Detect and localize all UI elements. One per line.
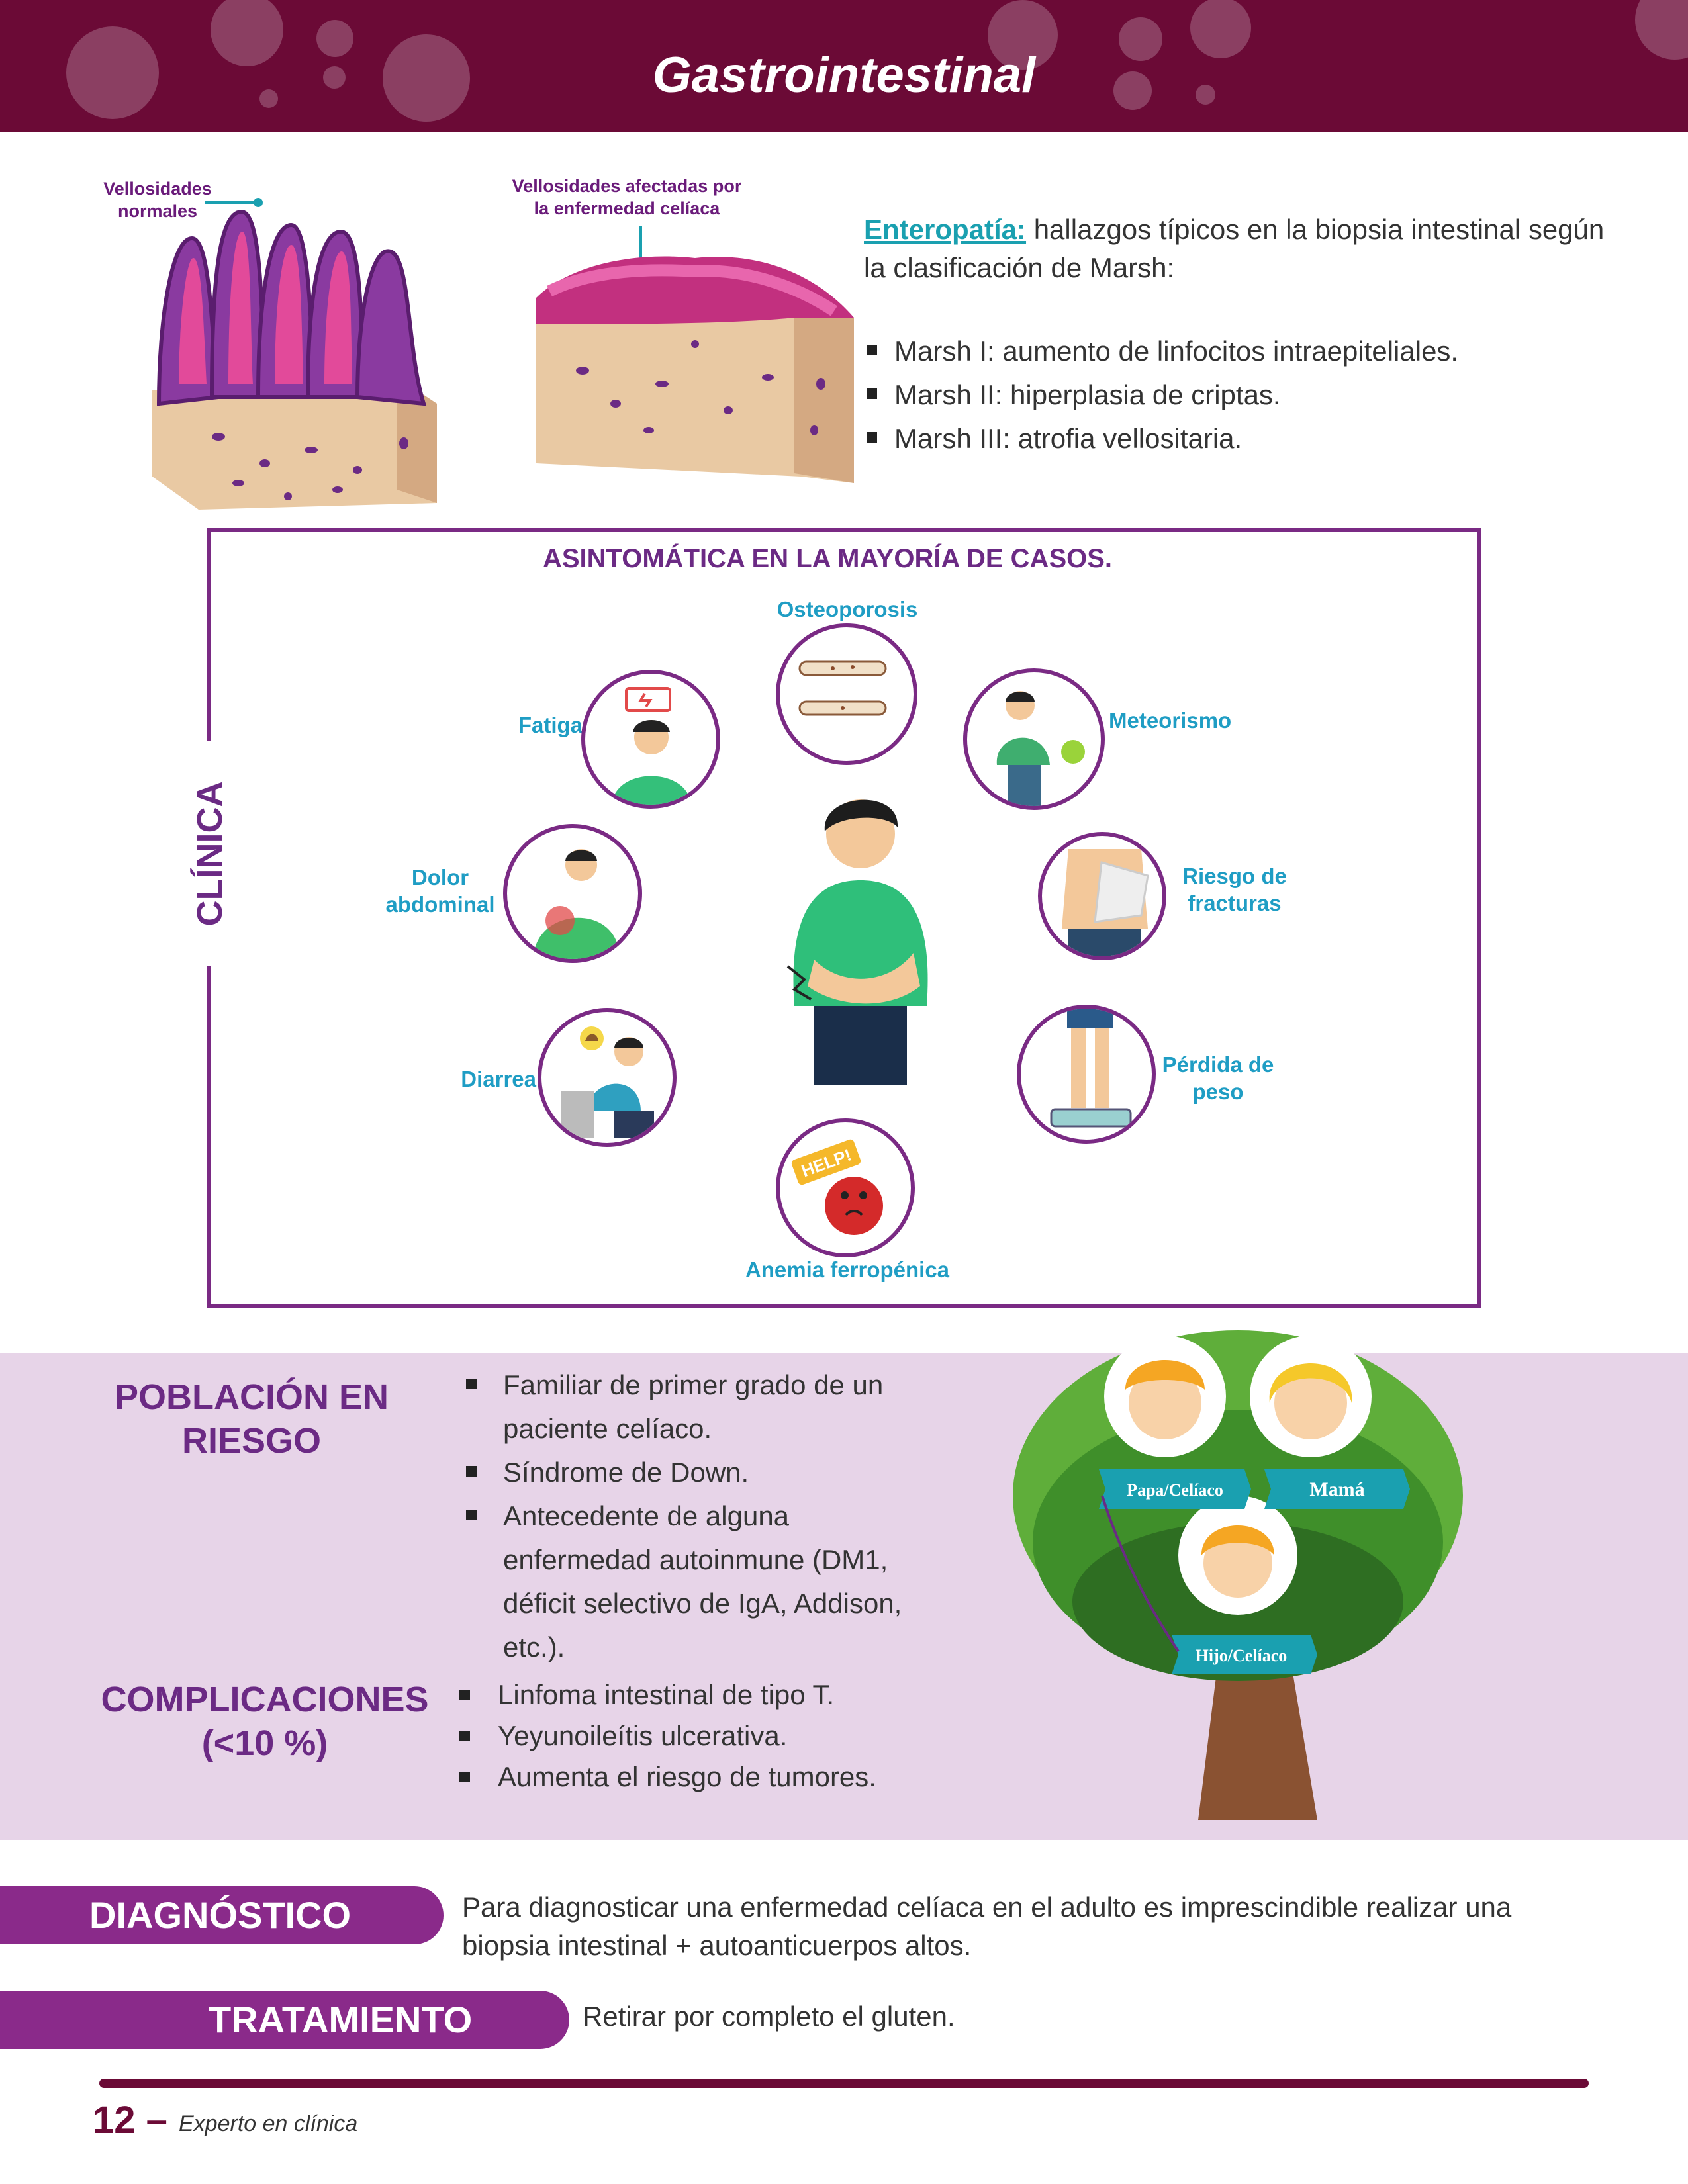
affected-villi-label: Vellosidades afectadas por la enfermedad… bbox=[512, 176, 742, 218]
symptom-label-anemia: Anemia ferropénica bbox=[745, 1257, 950, 1282]
complicaciones-list: Linfoma intestinal de tipo T. Yeyunoileí… bbox=[457, 1674, 947, 1797]
tree-label-mama: Mamá bbox=[1309, 1479, 1364, 1500]
page-title: Gastrointestinal bbox=[652, 47, 1036, 103]
normal-villi-label: Vellosidades normales bbox=[103, 179, 212, 221]
symptom-label-diarrea: Diarrea bbox=[461, 1067, 536, 1091]
list-item: Marsh III: atrofia vellositaria. bbox=[864, 417, 1612, 461]
weight-loss-illustration bbox=[1017, 1005, 1156, 1144]
clinica-side-label: CLÍNICA bbox=[183, 741, 236, 966]
symptom-label-peso: Pérdida de peso bbox=[1162, 1052, 1274, 1104]
page-number: 12 – bbox=[93, 2099, 167, 2142]
poblacion-title: POBLACIÓN EN RIESGO bbox=[114, 1377, 389, 1461]
symptom-label-meteorismo: Meteorismo bbox=[1109, 708, 1232, 733]
diagnostico-text: Para diagnosticar una enfermedad celíaca… bbox=[462, 1891, 1512, 1961]
marsh-list: Marsh I: aumento de linfocitos intraepit… bbox=[864, 330, 1612, 461]
affected-villi-illustration bbox=[536, 226, 854, 483]
enteropatia-text: hallazgos típicos en la biopsia intestin… bbox=[864, 214, 1605, 283]
symptom-label-osteoporosis: Osteoporosis bbox=[776, 597, 918, 621]
diagnostico-title: DIAGNÓSTICO bbox=[0, 1886, 444, 1944]
fatigue-illustration bbox=[581, 670, 720, 809]
list-item: Linfoma intestinal de tipo T. bbox=[457, 1674, 947, 1715]
diarrhea-illustration bbox=[538, 1008, 677, 1147]
normal-villi-illustration bbox=[152, 198, 437, 510]
tree-label-papa: Papa/Celíaco bbox=[1127, 1480, 1223, 1500]
list-item: Aumenta el riesgo de tumores. bbox=[457, 1756, 947, 1797]
book-title: Experto en clínica bbox=[179, 2111, 358, 2136]
tratamiento-text: Retirar por completo el gluten. bbox=[583, 2001, 955, 2032]
abdominal-pain-illustration bbox=[503, 824, 642, 963]
list-item: Marsh II: hiperplasia de criptas. bbox=[864, 373, 1612, 417]
symptom-label-fracturas: Riesgo de fracturas bbox=[1182, 864, 1287, 915]
enteropatia-keyword: Enteropatía: bbox=[864, 214, 1027, 245]
list-item: Yeyunoileítis ulcerativa. bbox=[457, 1715, 947, 1756]
tratamiento-title: TRATAMIENTO bbox=[0, 1991, 569, 2049]
list-item: Familiar de primer grado de un paciente … bbox=[463, 1363, 940, 1451]
osteoporosis-illustration bbox=[776, 623, 917, 765]
list-item: Marsh I: aumento de linfocitos intraepit… bbox=[864, 330, 1612, 373]
tree-label-hijo: Hijo/Celíaco bbox=[1196, 1646, 1288, 1665]
page-header: Gastrointestinal bbox=[0, 0, 1688, 132]
complicaciones-title: COMPLICACIONES (<10 %) bbox=[101, 1680, 429, 1763]
anemia-illustration: HELP! bbox=[776, 1118, 915, 1257]
clinica-side-label-container: CLÍNICA bbox=[160, 721, 259, 986]
list-item: Antecedente de alguna enfermedad autoinm… bbox=[463, 1494, 940, 1669]
poblacion-list: Familiar de primer grado de un paciente … bbox=[463, 1363, 940, 1669]
enteropatia-intro: Enteropatía: hallazgos típicos en la bio… bbox=[864, 210, 1612, 287]
central-person-illustration bbox=[786, 799, 928, 1085]
list-item: Síndrome de Down. bbox=[463, 1451, 940, 1494]
symptom-label-fatiga: Fatiga bbox=[518, 713, 583, 737]
family-tree-illustration: Papa/Celíaco Mamá Hijo/Celíaco bbox=[1013, 1330, 1463, 1820]
bloating-illustration bbox=[963, 668, 1105, 810]
fracture-illustration bbox=[1038, 832, 1166, 960]
clinica-headline: ASINTOMÁTICA EN LA MAYORÍA DE CASOS. bbox=[542, 544, 1113, 573]
symptom-label-dolor: Dolor abdominal bbox=[385, 865, 495, 917]
footer-divider bbox=[99, 2079, 1589, 2088]
